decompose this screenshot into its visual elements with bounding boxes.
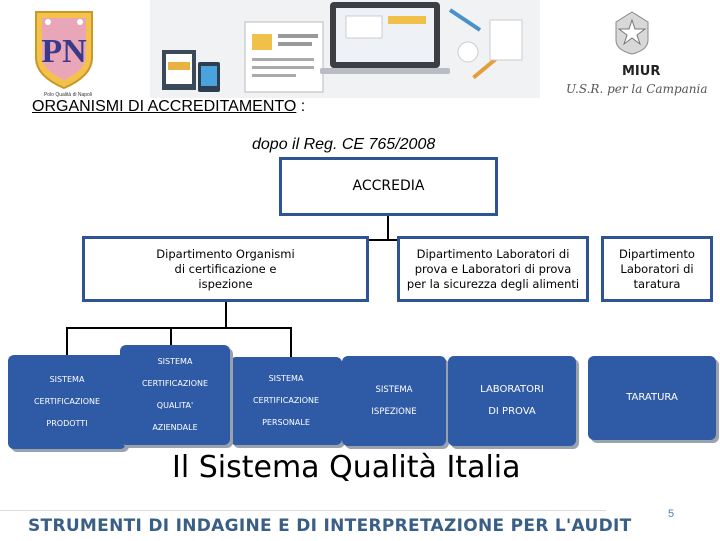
dept-taratura-box: Dipartimento Laboratori di taratura (601, 236, 713, 302)
connector-leaf-horizontal (66, 327, 292, 329)
logo-emblem-icon: PN (35, 11, 93, 90)
leaf-line: LABORATORI (480, 384, 544, 395)
dept-laboratori-prova-label: Dipartimento Laboratori di prova e Labor… (406, 246, 580, 291)
heading-text: ORGANISMI DI ACCREDITAMENTO (32, 98, 297, 115)
leaf-sistema-qualita: SISTEMA CERTIFICAZIONE QUALITA' AZIENDAL… (120, 345, 230, 445)
leaf-line: SISTEMA (157, 357, 193, 366)
connector-leaf3-vertical (290, 327, 292, 357)
miur-text: MIUR (622, 64, 661, 79)
heading-suffix: : (296, 98, 306, 115)
leaf-line: ISPEZIONE (371, 407, 417, 417)
polo-qualita-logo: PN Polo Qualità di Napoli (28, 6, 100, 100)
miur-logo: MIUR U.S.R. per la Campania (560, 10, 710, 100)
leaf-line: TARATURA (626, 392, 678, 403)
leaf-line: SISTEMA (49, 375, 85, 384)
leaf-sistema-personale: SISTEMA CERTIFICAZIONE PERSONALE (230, 357, 342, 445)
connector-leaf2-vertical (170, 327, 172, 345)
footer-bar (0, 510, 606, 541)
leaf-laboratori-prova: LABORATORI DI PROVA (448, 356, 576, 446)
leaf-taratura: TARATURA (588, 356, 716, 440)
dept-taratura-label: Dipartimento Laboratori di taratura (619, 246, 695, 291)
logo-caption: Polo Qualità di Napoli (43, 92, 93, 98)
dept-organismi-box: Dipartimento Organismi di certificazione… (82, 236, 369, 302)
slide-heading: ORGANISMI DI ACCREDITAMENTO : (32, 98, 305, 116)
republic-emblem-icon (615, 11, 649, 55)
leaf-line: CERTIFICAZIONE (252, 396, 320, 405)
leaf-line: DI PROVA (488, 406, 536, 417)
leaf-line: PERSONALE (262, 418, 310, 427)
office-desk-illustration-icon (162, 2, 523, 93)
leaf-line: CERTIFICAZIONE (33, 397, 101, 406)
connector-dept1-down (225, 300, 227, 328)
leaf-line: QUALITA' (156, 401, 194, 410)
leaf-sistema-prodotti: SISTEMA CERTIFICAZIONE PRODOTTI (8, 355, 126, 449)
dept-laboratori-prova-box: Dipartimento Laboratori di prova e Labor… (397, 236, 589, 302)
dept-organismi-label: Dipartimento Organismi di certificazione… (156, 246, 295, 291)
leaf-line: SISTEMA (268, 374, 304, 383)
page-number: 5 (668, 508, 675, 520)
leaf-line: SISTEMA (375, 385, 413, 395)
svg-text:PN: PN (41, 33, 87, 70)
sistema-qualita-caption: Il Sistema Qualità Italia (168, 450, 525, 485)
connector-leaf1-vertical (66, 327, 68, 355)
leaf-line: PRODOTTI (46, 419, 88, 428)
connector-root-vertical (387, 215, 389, 240)
accredia-box: ACCREDIA (279, 157, 498, 216)
header-illustration (150, 0, 540, 98)
accredia-label: ACCREDIA (352, 178, 425, 194)
leaf-line: CERTIFICAZIONE (141, 379, 209, 388)
leaf-line: AZIENDALE (152, 423, 198, 432)
usr-campania-text: U.S.R. per la Campania (566, 82, 708, 96)
slide-subheading: dopo il Reg. CE 765/2008 (252, 136, 436, 153)
leaf-sistema-ispezione: SISTEMA ISPEZIONE (342, 356, 446, 446)
footer-banner-text: STRUMENTI DI INDAGINE E DI INTERPRETAZIO… (28, 516, 632, 536)
